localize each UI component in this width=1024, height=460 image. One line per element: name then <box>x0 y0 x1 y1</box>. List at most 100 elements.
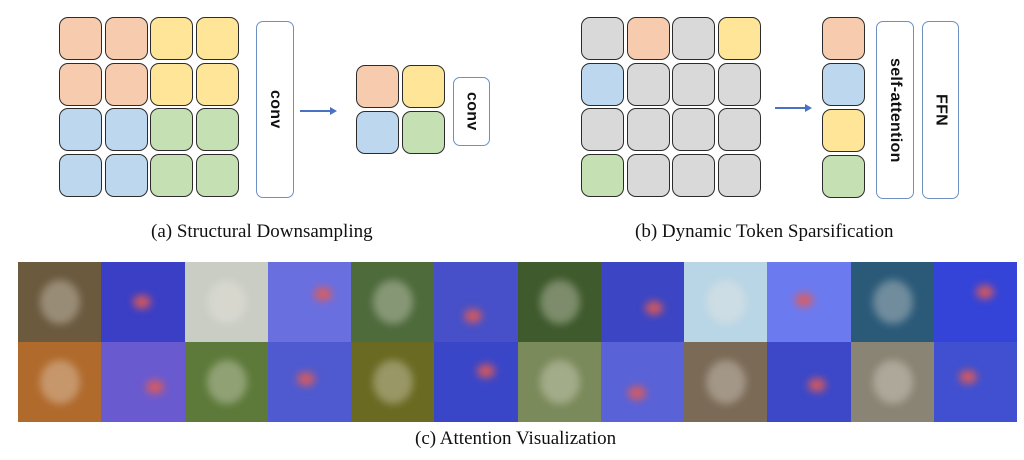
token-tile-blue <box>59 153 102 197</box>
token-tile-orange <box>59 62 102 106</box>
caption-a: (a) Structural Downsampling <box>151 221 373 242</box>
token-tile-blue <box>104 108 148 151</box>
token-tile-yellow <box>717 17 761 60</box>
token-tile-gray <box>672 153 715 197</box>
subject-shape <box>706 360 746 404</box>
original-image <box>850 262 934 342</box>
caption-c: (c) Attention Visualization <box>415 428 617 449</box>
subject-shape <box>40 280 80 324</box>
original-image <box>684 342 768 422</box>
original-image <box>684 262 768 342</box>
token-tile-gray <box>672 62 715 106</box>
token-tile-yellow <box>195 17 239 60</box>
subject-shape <box>40 360 80 404</box>
token-tile-orange <box>104 62 148 106</box>
token-tile-orange <box>626 17 670 60</box>
small-conv-label: conv <box>463 92 481 131</box>
self-attention-block: self-attention <box>876 21 914 199</box>
token-tile-gray <box>717 153 761 197</box>
token-tile-orange <box>59 17 102 60</box>
token-tile-green <box>150 108 193 151</box>
attention-hotspot <box>296 372 315 386</box>
subject-shape <box>872 360 913 404</box>
token-tile-blue <box>822 63 865 106</box>
token-tile-gray <box>581 17 624 60</box>
token-tile-green <box>195 108 239 151</box>
subject-shape <box>872 280 913 324</box>
subject-shape <box>706 280 746 324</box>
original-image <box>18 342 102 422</box>
attention-map-image <box>101 262 185 342</box>
subject-shape <box>206 280 247 324</box>
token-tile-gray <box>672 17 715 60</box>
attention-map-image <box>101 342 185 422</box>
token-tile-yellow <box>150 17 193 60</box>
self-attention-label: self-attention <box>887 57 904 163</box>
token-tile-green <box>822 155 865 198</box>
token-tile-orange <box>822 17 865 60</box>
image-strip <box>18 262 1017 422</box>
token-tile-blue <box>356 110 399 154</box>
token-tile-gray <box>581 108 624 151</box>
original-image <box>18 262 102 342</box>
attention-map-image <box>434 262 518 342</box>
attention-hotspot <box>313 287 332 301</box>
subject-shape <box>539 360 580 404</box>
token-tile-gray <box>717 108 761 151</box>
attention-hotspot <box>808 378 827 392</box>
token-tile-green <box>195 153 239 197</box>
token-tile-orange <box>356 65 399 108</box>
conv-block: conv <box>256 21 294 198</box>
attention-hotspot <box>146 380 165 394</box>
token-tile-gray <box>626 108 670 151</box>
small-conv-block: conv <box>453 77 490 146</box>
original-image <box>517 342 601 422</box>
original-image <box>351 262 435 342</box>
attention-hotspot <box>958 370 977 384</box>
attention-hotspot <box>133 295 152 309</box>
original-image <box>517 262 601 342</box>
original-image <box>184 262 268 342</box>
subject-shape <box>539 280 580 324</box>
attention-hotspot <box>627 386 646 400</box>
attention-map-image <box>267 342 351 422</box>
attention-map-image <box>600 262 684 342</box>
token-tile-green <box>150 153 193 197</box>
token-tile-yellow <box>401 65 445 108</box>
token-tile-orange <box>104 17 148 60</box>
subject-shape <box>373 360 413 404</box>
conv-label: conv <box>267 90 284 129</box>
token-tile-yellow <box>150 62 193 106</box>
token-tile-gray <box>672 108 715 151</box>
original-image <box>184 342 268 422</box>
ffn-label: FFN <box>932 93 950 126</box>
attention-map-image <box>933 342 1017 422</box>
attention-map-image <box>933 262 1017 342</box>
attention-map-image <box>767 262 851 342</box>
arrow-right-icon <box>300 106 337 115</box>
attention-hotspot <box>644 301 663 315</box>
attention-hotspot <box>464 309 483 323</box>
token-tile-yellow <box>822 109 865 152</box>
original-image <box>351 342 435 422</box>
token-tile-blue <box>581 62 624 106</box>
attention-hotspot <box>795 293 814 307</box>
attention-map-image <box>434 342 518 422</box>
attention-map-image <box>267 262 351 342</box>
arrow-right-icon <box>775 103 812 112</box>
token-tile-gray <box>717 62 761 106</box>
token-tile-gray <box>626 62 670 106</box>
token-tile-yellow <box>195 62 239 106</box>
token-tile-green <box>401 110 445 154</box>
original-image <box>850 342 934 422</box>
subject-shape <box>206 360 247 404</box>
caption-b: (b) Dynamic Token Sparsification <box>635 221 894 242</box>
ffn-block: FFN <box>922 21 959 199</box>
subject-shape <box>373 280 413 324</box>
token-tile-green <box>581 153 624 197</box>
token-tile-gray <box>626 153 670 197</box>
token-tile-blue <box>104 153 148 197</box>
attention-hotspot <box>477 364 496 378</box>
attention-map-image <box>767 342 851 422</box>
attention-map-image <box>600 342 684 422</box>
